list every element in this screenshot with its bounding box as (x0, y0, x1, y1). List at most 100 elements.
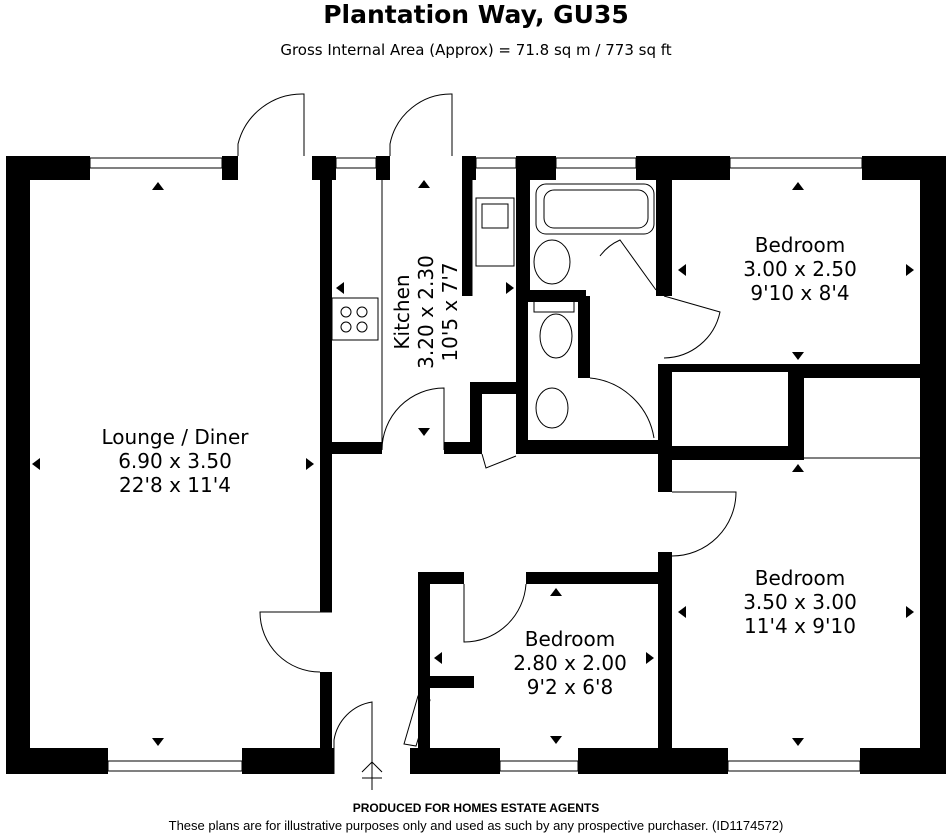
hob-ring (340, 321, 352, 333)
room-size-imperial: 11'4 x 9'10 (744, 614, 856, 638)
hob (331, 297, 379, 341)
room-kitchen: Kitchen 3.20 x 2.30 10'5 x 7'7 (390, 252, 462, 372)
arrow-down-icon (792, 738, 804, 746)
door (463, 583, 527, 643)
wall-segment (516, 440, 662, 454)
wall-segment (320, 156, 332, 612)
arrow-down-icon (418, 428, 430, 436)
sink (475, 197, 515, 267)
wall-segment (418, 572, 430, 682)
door (237, 93, 305, 156)
wall-segment (462, 156, 472, 296)
window (729, 157, 863, 169)
plan-title: Plantation Way, GU35 (323, 0, 629, 29)
sink-bowl (481, 203, 509, 229)
arrow-left-icon (336, 282, 344, 294)
wall-segment (804, 364, 920, 378)
door (589, 377, 655, 439)
doors (237, 93, 737, 774)
room-size-imperial: 9'10 x 8'4 (750, 281, 850, 305)
arrow-right-icon (306, 458, 314, 470)
arrow-up-icon (550, 588, 562, 596)
room-name: Bedroom (754, 566, 846, 590)
arrow-right-icon (646, 652, 654, 664)
room-size-metric: 3.50 x 3.00 (743, 590, 857, 614)
arrow-up-icon (792, 182, 804, 190)
room-size-imperial: 22'8 x 11'4 (119, 473, 231, 497)
entrance-arrow (361, 761, 383, 790)
wall-segment (578, 296, 590, 378)
room-bedroom-1: Bedroom 3.00 x 2.50 9'10 x 8'4 (690, 233, 910, 305)
basin (533, 239, 571, 285)
basin (535, 387, 569, 429)
room-size-imperial: 9'2 x 6'8 (526, 675, 614, 699)
hob-ring (356, 321, 368, 333)
room-size-metric: 3.20 x 2.30 (414, 255, 438, 369)
window (89, 157, 223, 169)
wall-segment (788, 364, 804, 460)
door (481, 453, 517, 469)
arrow-down-icon (550, 736, 562, 744)
room-size-metric: 6.90 x 3.50 (118, 449, 232, 473)
arrow-left-icon (32, 458, 40, 470)
wall-segment (444, 442, 476, 454)
hob-ring (356, 306, 368, 318)
room-bedroom-2: Bedroom 3.50 x 3.00 11'4 x 9'10 (690, 566, 910, 638)
window (727, 760, 861, 772)
toilet-bowl (539, 313, 573, 359)
wall-segment (470, 382, 482, 454)
window (107, 760, 243, 772)
door (259, 611, 332, 673)
wall-segment (658, 552, 672, 762)
door (389, 93, 453, 156)
arrow-up-icon (418, 180, 430, 188)
wall-segment (526, 572, 666, 584)
window (555, 157, 637, 169)
toilet-cistern (533, 295, 575, 313)
dimension-arrows (32, 180, 914, 746)
room-name: Bedroom (524, 627, 616, 651)
bathtub-inner (543, 189, 649, 229)
arrow-down-icon (792, 352, 804, 360)
wall-segment (656, 156, 672, 296)
wall-segment (672, 446, 792, 460)
room-size-metric: 3.00 x 2.50 (743, 257, 857, 281)
room-name: Kitchen (390, 274, 414, 350)
wall-segment (636, 156, 730, 180)
window (475, 157, 517, 169)
door (403, 695, 431, 747)
room-name: Lounge / Diner (101, 425, 249, 449)
wall-segment (6, 748, 108, 774)
wall-segment (332, 442, 382, 454)
room-size-metric: 2.80 x 2.00 (513, 651, 627, 675)
wall-segment (658, 364, 672, 492)
produced-by: PRODUCED FOR HOMES ESTATE AGENTS (352, 801, 600, 815)
arrow-left-icon (434, 652, 442, 664)
wall-segment (222, 156, 238, 180)
door (599, 239, 657, 291)
wall-segment (418, 676, 474, 688)
wall-segment (920, 156, 946, 774)
arrow-up-icon (792, 464, 804, 472)
built-ins (331, 180, 920, 790)
walls (6, 156, 946, 774)
arrow-right-icon (906, 606, 914, 618)
arrow-left-icon (678, 264, 686, 276)
arrow-right-icon (506, 282, 514, 294)
hob-ring (340, 306, 352, 318)
window (499, 760, 579, 772)
wall-segment (242, 748, 334, 774)
arrow-right-icon (906, 264, 914, 276)
room-lounge-diner: Lounge / Diner 6.90 x 3.50 22'8 x 11'4 (60, 425, 290, 497)
wall-segment (516, 156, 530, 296)
arrow-left-icon (678, 606, 686, 618)
arrow-down-icon (152, 738, 164, 746)
arrow-up-icon (152, 182, 164, 190)
wall-segment (516, 296, 528, 452)
door (381, 387, 445, 451)
room-size-imperial: 10'5 x 7'7 (438, 262, 462, 362)
wall-segment (578, 748, 728, 774)
wall-segment (376, 156, 390, 180)
gross-internal-area: Gross Internal Area (Approx) = 71.8 sq m… (280, 41, 672, 59)
